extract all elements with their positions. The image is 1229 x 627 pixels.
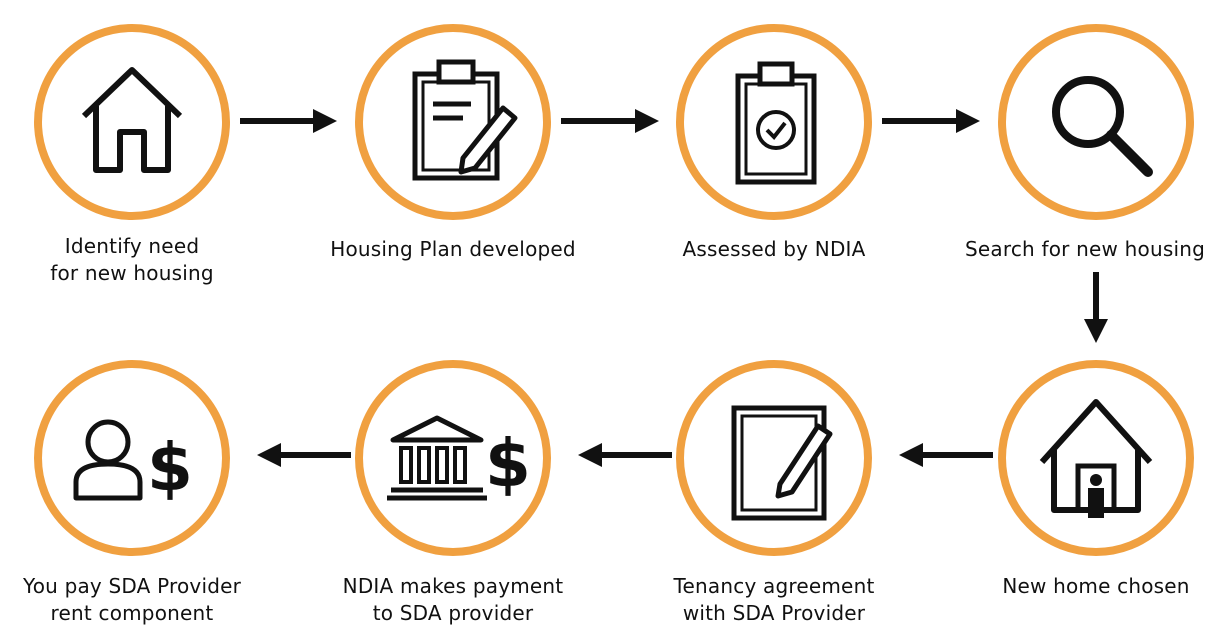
step-circle xyxy=(355,24,551,220)
clipboard-check-icon xyxy=(735,61,817,185)
step-label: Tenancy agreement with SDA Provider xyxy=(673,574,875,625)
step-circle xyxy=(676,360,872,556)
document-pencil-icon xyxy=(731,405,833,521)
person-dollar-icon: $ xyxy=(73,419,193,506)
step-label: Housing Plan developed xyxy=(330,237,576,261)
house-icon xyxy=(81,67,183,173)
step-label: NDIA makes payment to SDA provider xyxy=(342,574,564,625)
step-circle xyxy=(34,24,230,220)
step-circle xyxy=(998,360,1194,556)
step-circle: $ xyxy=(34,360,230,556)
magnifier-icon xyxy=(1052,76,1153,177)
step-label: New home chosen xyxy=(1002,574,1190,598)
step-circle xyxy=(998,24,1194,220)
svg-text:$: $ xyxy=(147,429,193,506)
step-label: Search for new housing xyxy=(965,237,1205,261)
clipboard-pencil-icon xyxy=(412,59,518,181)
house-person-icon xyxy=(1039,399,1153,518)
step-label: Identify need for new housing xyxy=(50,234,214,285)
step-circle xyxy=(676,24,872,220)
svg-text:$: $ xyxy=(485,425,531,502)
step-circle: $ xyxy=(355,360,551,556)
step-label: You pay SDA Provider rent component xyxy=(22,574,242,625)
step-label: Assessed by NDIA xyxy=(682,237,866,261)
bank-dollar-icon: $ xyxy=(387,415,531,502)
